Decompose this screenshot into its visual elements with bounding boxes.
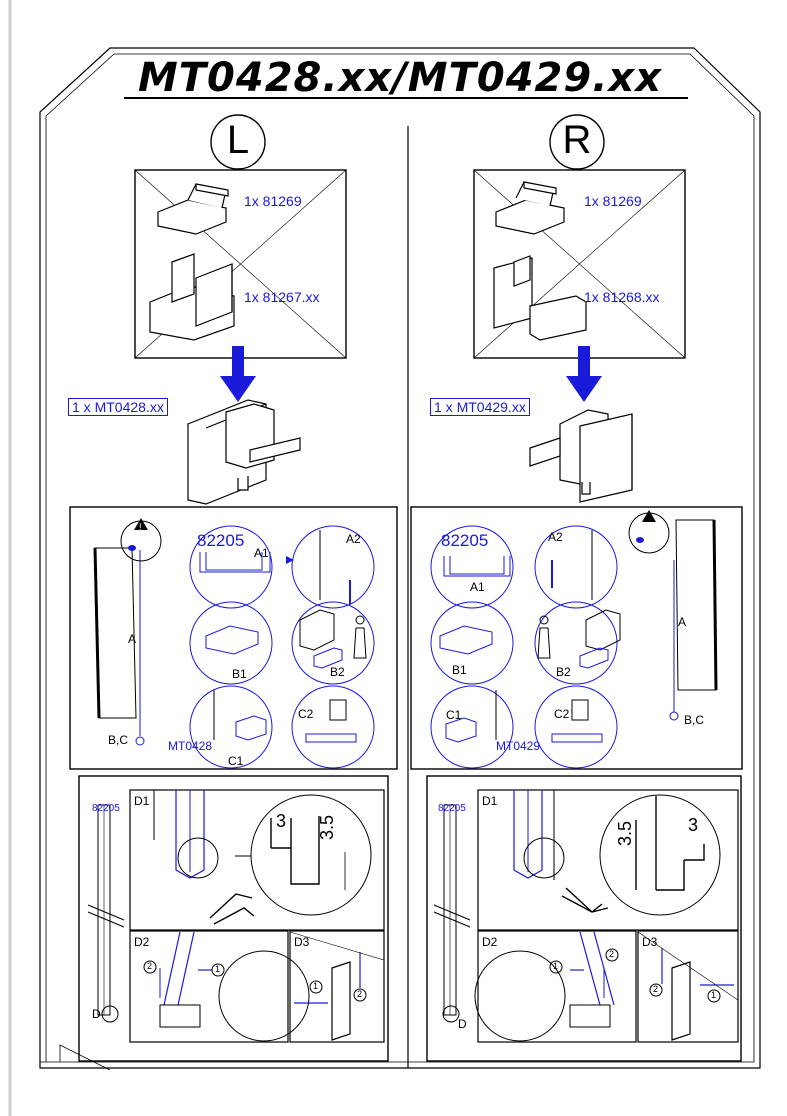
left-steps-a2: A2 [346,532,361,546]
right-part-1-label: 1x 81269 [584,193,642,209]
left-detail-frame [78,775,389,1062]
right-d2-step-1: 1 [553,961,559,971]
right-side-letter: R [562,118,592,162]
page-title: MT0428.xx/MT0429.xx [137,55,663,101]
outer-frame [39,47,761,1069]
right-d3-step-2: 2 [653,984,659,994]
left-assembly-sketch [187,399,301,505]
left-steps-c2: C2 [298,707,314,721]
left-part-1-label: 1x 81269 [244,193,302,209]
right-detail-dim-large: 3.5 [615,820,635,846]
left-part-2-label: 1x 81267.xx [244,289,320,305]
right-steps-c1-part: MT0429 [496,739,541,753]
right-detail-dim-small: 3 [688,815,699,835]
right-steps-panel-letter: A [678,615,687,629]
left-steps-b1: B1 [232,667,247,681]
left-d3-step-1: 1 [313,981,319,991]
right-steps-a1-profile: 82205 [441,531,489,550]
left-d2-step-1: 1 [215,964,221,974]
right-steps-c2: C2 [554,707,570,721]
left-steps-a1-profile: 82205 [197,531,245,550]
right-steps-a1: A1 [470,580,485,594]
right-steps-b1: B1 [452,663,467,677]
left-d3-step-2: 2 [357,989,363,999]
right-part-2-label: 1x 81268.xx [584,289,660,305]
right-detail-profile: 82205 [438,803,466,814]
left-detail-dim-small: 3 [276,811,287,831]
left-steps-b2: B2 [330,665,345,679]
right-assembly-label: 1 x MT0429.xx [430,398,530,416]
right-assembly-sketch [529,409,633,503]
right-d3-step-1: 1 [711,990,717,1000]
right-detail-d3: D3 [642,935,658,949]
left-detail-d2: D2 [134,935,150,949]
left-detail-dim-large: 3.5 [317,814,337,840]
right-arrow-down [566,346,602,402]
right-detail-d1: D1 [482,794,498,808]
right-parts-box [473,169,686,359]
left-parts-box [134,169,347,359]
right-side-circle [549,114,605,170]
left-assembly-label: 1 x MT0428.xx [68,398,168,416]
left-detail-d-label: D [92,1007,101,1021]
inner-frame [40,53,755,1063]
left-steps-c1: C1 [228,754,244,768]
right-detail-frame [426,775,742,1062]
right-steps-panel-bottom: B,C [684,713,705,727]
left-detail-profile: 82205 [92,803,120,814]
left-arrow-down [220,346,256,402]
left-steps-panel-bottom: B,C [108,733,129,747]
left-side-circle [210,114,266,170]
left-steps-a1: A1 [254,546,269,560]
right-steps-b2: B2 [556,665,571,679]
left-steps-c1-part: MT0428 [168,739,213,753]
left-detail-d3: D3 [294,935,310,949]
right-steps-frame [410,506,743,770]
right-steps-a2: A2 [548,530,563,544]
left-detail-d1: D1 [134,794,150,808]
right-steps-c1: C1 [446,708,462,722]
right-header [549,114,605,170]
right-d2-step-2: 2 [609,949,615,959]
left-header [210,114,266,170]
svg-text:!: ! [139,522,142,532]
right-detail-d2: D2 [482,935,498,949]
left-d2-step-2: 2 [147,961,153,971]
left-steps-panel-letter: A [128,632,137,646]
left-steps-frame: ! [69,506,398,770]
left-side-letter: L [226,118,250,162]
right-detail-d-label: D [458,1017,467,1031]
